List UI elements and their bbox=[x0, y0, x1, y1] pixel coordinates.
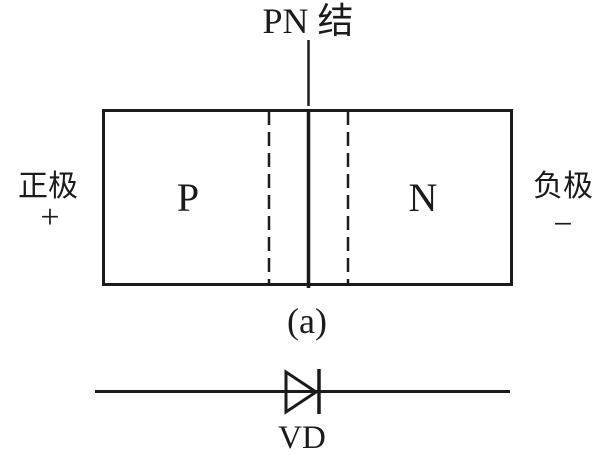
p-region-label: P bbox=[177, 175, 199, 220]
plus-sign: + bbox=[40, 199, 59, 236]
diode-anode-triangle bbox=[284, 369, 319, 415]
subfigure-caption: (a) bbox=[287, 301, 327, 341]
diode-designator-label: VD bbox=[278, 420, 326, 456]
minus-sign: − bbox=[553, 206, 572, 243]
pn-junction-label: PN 结 bbox=[262, 1, 353, 41]
positive-terminal-label: 正极 bbox=[18, 170, 78, 203]
n-region-label: N bbox=[409, 175, 438, 220]
negative-terminal-label: 负极 bbox=[533, 170, 593, 203]
